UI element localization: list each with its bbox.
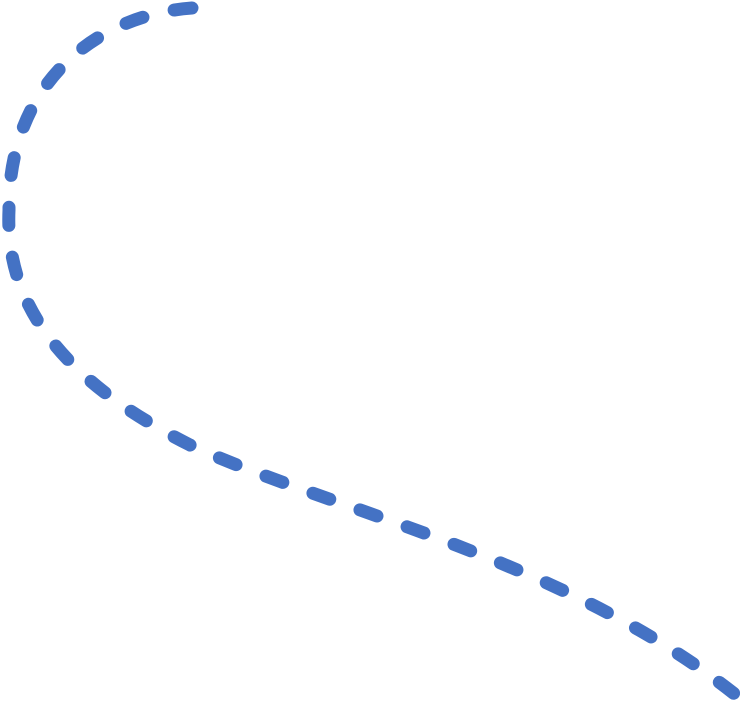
dashed-curve-line	[2, 1, 740, 705]
curve-svg	[2, 1, 740, 705]
canvas	[2, 1, 740, 705]
